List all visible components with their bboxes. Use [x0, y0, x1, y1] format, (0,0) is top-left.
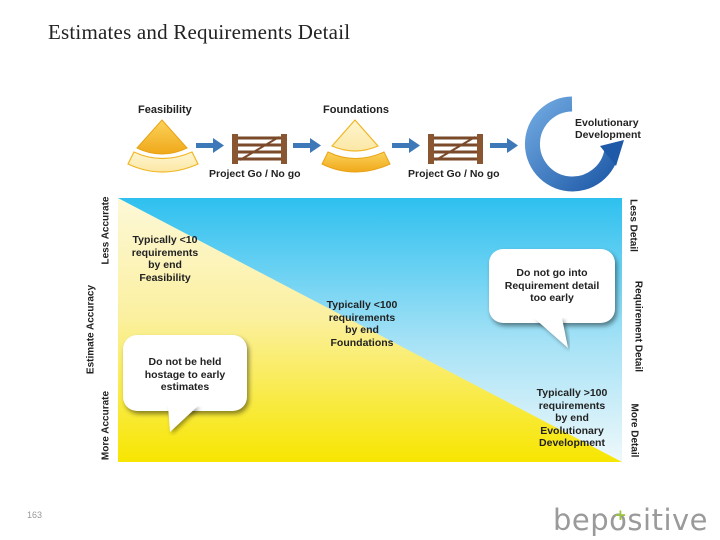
logo-text-post: sitive [627, 503, 709, 537]
bepositive-logo: bepo+sitive [553, 503, 708, 537]
axis-right-middle-label: Requirement Detail [632, 280, 644, 373]
callout-bubble [489, 249, 615, 323]
callout-tail [534, 318, 568, 348]
axis-left-bottom-label: More Accurate [100, 390, 112, 461]
logo-o: o+ [609, 503, 627, 537]
foundations-cone-icon [321, 119, 391, 173]
feasibility-note: Typically <10 requirements by end Feasib… [131, 234, 199, 284]
foundations-note: Typically <100 requirements by end Found… [326, 299, 398, 349]
callout-tail [168, 406, 198, 432]
gate-icon [232, 134, 287, 164]
axis-left-middle-label: Estimate Accuracy [85, 284, 97, 375]
evolutionary-cycle-icon [524, 96, 624, 192]
slide-title: Estimates and Requirements Detail [48, 20, 351, 44]
foundations-label: Foundations [323, 104, 389, 116]
callout-bubble [123, 335, 247, 411]
logo-text-pre: bep [553, 503, 610, 537]
evolutionary-note: Typically >100 requirements by end Evolu… [536, 387, 608, 449]
callout-hostage-text: Do not be held hostage to early estimate… [144, 356, 226, 393]
callout-detail-text: Do not go into Requirement detail too ea… [504, 267, 600, 304]
process-flow-graphic [127, 96, 624, 192]
gate-1-label: Project Go / No go [209, 168, 301, 180]
logo-text-o: o [609, 503, 628, 537]
arrow-icon [196, 138, 224, 153]
axis-left-top-label: Less Accurate [100, 196, 112, 265]
arrow-icon [490, 138, 518, 153]
plus-icon: + [614, 506, 628, 524]
axis-right-bottom-label: More Detail [628, 403, 640, 458]
arrow-icon [392, 138, 420, 153]
page-number: 163 [27, 510, 43, 520]
gate-icon [428, 134, 483, 164]
evolutionary-development-label: Evolutionary Development [575, 117, 641, 141]
axis-right-top-label: Less Detail [627, 199, 639, 252]
arrow-icon [293, 138, 321, 153]
feasibility-cone-icon [127, 119, 199, 173]
gate-2-label: Project Go / No go [408, 168, 500, 180]
feasibility-label: Feasibility [138, 104, 192, 116]
